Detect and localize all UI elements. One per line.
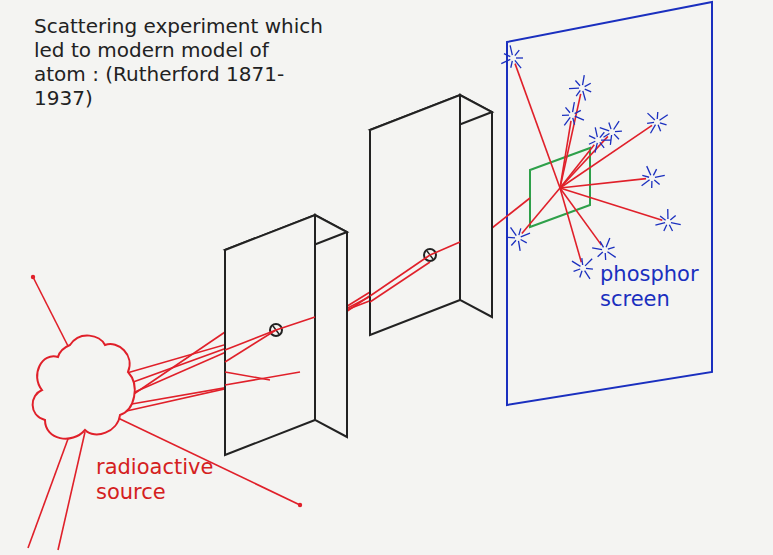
phosphor-screen	[507, 2, 712, 405]
scattered-rays	[515, 64, 662, 263]
source-label: radioactive source	[96, 455, 221, 505]
lead-plate	[225, 215, 347, 455]
scintillation-flashes	[501, 45, 680, 279]
lead-plate	[370, 95, 492, 335]
radioactive-source	[33, 336, 135, 439]
title-note: Scattering experiment which led to moder…	[34, 14, 324, 110]
screen-label: phosphor screen	[600, 262, 705, 312]
